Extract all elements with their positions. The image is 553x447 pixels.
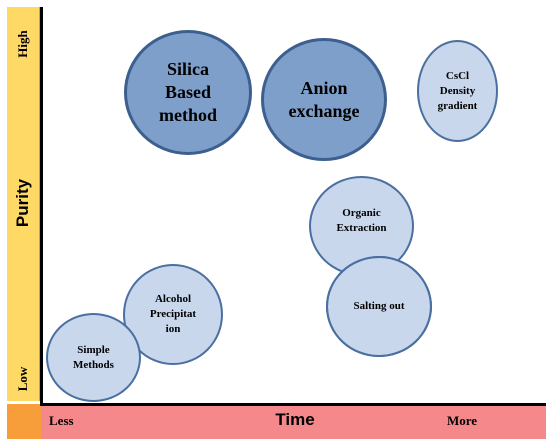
bubble-label: Simple Methods — [73, 343, 114, 371]
bubble-label: Silica Based method — [159, 59, 217, 125]
x-axis-high-label: More — [447, 413, 478, 428]
bubble-alcohol-precipitation: Alcohol Precipitat ion — [123, 264, 223, 365]
y-axis-low-label: Low — [15, 366, 30, 392]
x-axis-title: Time — [275, 410, 315, 429]
bubble-anion-exchange: Anion exchange — [261, 38, 387, 161]
bubble-overlap-outline — [326, 256, 432, 357]
y-axis-title: Purity — [13, 178, 32, 228]
bubble-label: CsCl Density gradient — [437, 69, 478, 112]
x-axis-line — [40, 403, 546, 406]
y-axis-line — [40, 7, 43, 406]
bubble-simple-methods: Simple Methods — [46, 313, 141, 402]
bubble-label: Organic Extraction — [336, 207, 387, 234]
bubble-label: Alcohol Precipitat ion — [149, 293, 197, 335]
x-axis-low-label: Less — [49, 413, 74, 428]
bubble-label: Anion exchange — [288, 77, 360, 121]
y-axis-high-label: High — [15, 30, 30, 58]
x-axis-band — [41, 406, 546, 439]
bubble-cscl-density-gradient: CsCl Density gradient — [417, 40, 498, 142]
y-axis-band — [7, 7, 40, 401]
axis-corner — [7, 404, 41, 439]
bubble-silica-based-method: Silica Based method — [124, 30, 252, 155]
